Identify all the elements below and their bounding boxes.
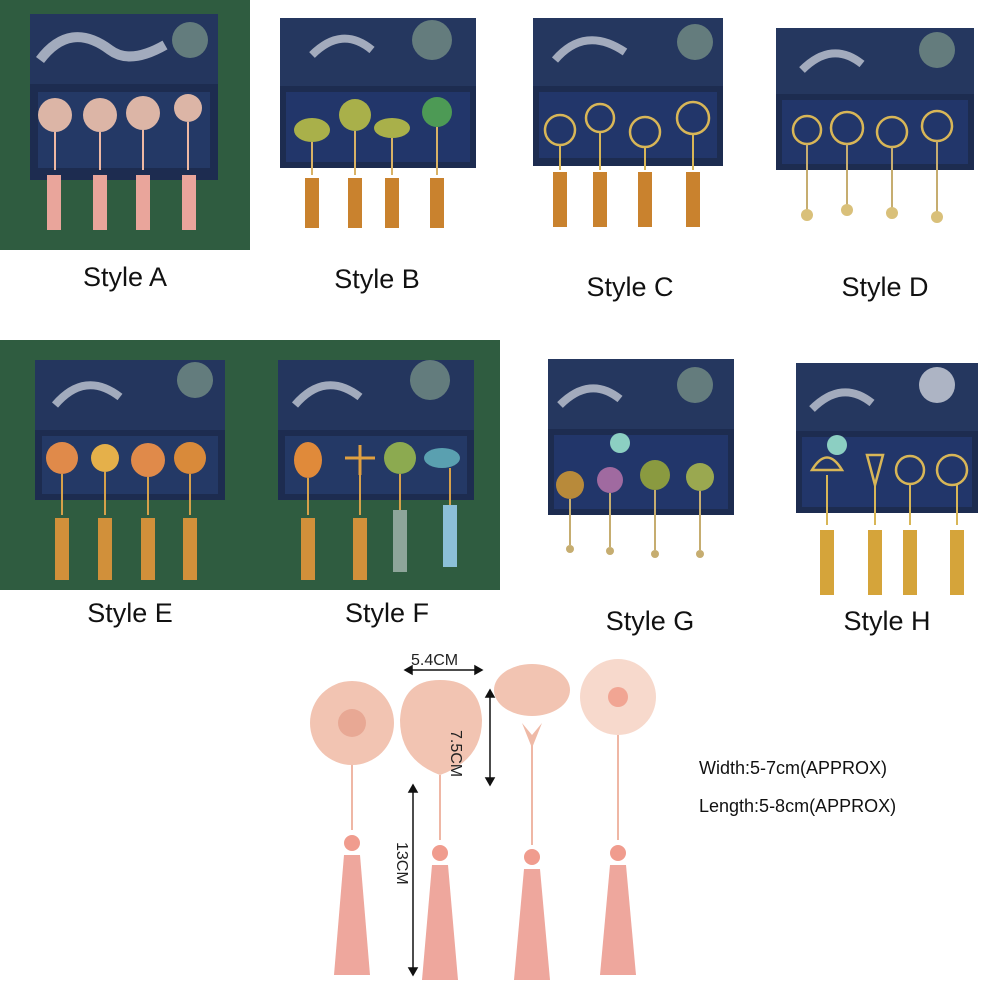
style-e-label: Style E [87,598,173,628]
style-b-photo [252,0,502,250]
width-dimension-label: 5.4CM [411,652,459,669]
style-a-label: Style A [82,262,168,292]
style-b-label: Style B [334,264,420,294]
style-f-photo [250,340,500,590]
length-dimension-label: 13CM [393,842,410,885]
style-e-photo [0,340,250,590]
style-h-label: Style H [843,606,931,636]
style-d-label: Style D [841,272,929,302]
style-g-photo [520,345,750,590]
style-a-photo [0,0,250,250]
bookmark-dimension-photo [300,645,680,1000]
height-dimension-label: 7.5CM [447,730,464,778]
style-d-photo [752,0,1000,250]
length-spec: Length:5-8cm(APPROX) [699,796,897,816]
style-c-label: Style C [586,272,674,302]
width-spec: Width:5-7cm(APPROX) [699,758,888,778]
style-f-label: Style F [344,598,430,628]
style-c-photo [505,0,750,250]
style-g-label: Style G [605,606,695,636]
style-h-photo [772,345,1000,605]
